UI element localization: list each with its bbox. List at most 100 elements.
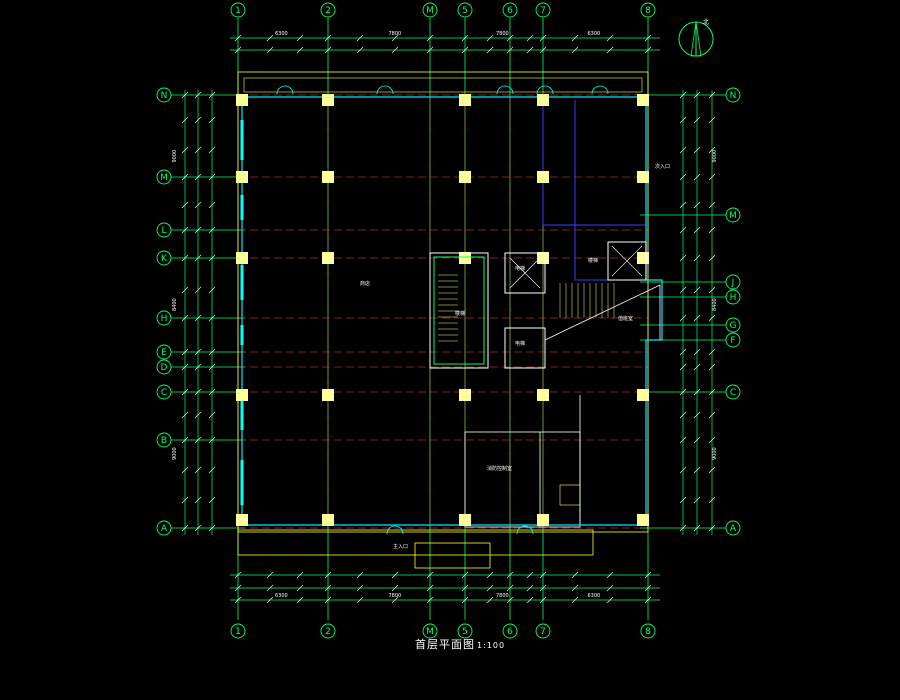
axis-bubble-top-M: M bbox=[426, 6, 434, 16]
axis-bubble-left-H: H bbox=[161, 314, 168, 324]
dimension-tick bbox=[208, 286, 216, 294]
drawing-title-text: 首层平面图 bbox=[415, 638, 475, 651]
dimension-tick bbox=[208, 363, 216, 371]
equipment-room-wall bbox=[464, 431, 581, 528]
dimension-tick bbox=[693, 173, 701, 181]
dimension-tick bbox=[391, 596, 399, 604]
dimension-tick bbox=[208, 146, 216, 154]
column-icon bbox=[236, 171, 248, 183]
dimension-tick bbox=[506, 34, 514, 42]
dimension-tick bbox=[234, 596, 242, 604]
column-icon bbox=[637, 514, 649, 526]
dimension-tick bbox=[679, 348, 687, 356]
axis-bubble-icon bbox=[422, 623, 438, 639]
dimension-tick bbox=[708, 286, 716, 294]
axis-bubble-top-7: 7 bbox=[540, 6, 546, 16]
dimension-tick bbox=[693, 348, 701, 356]
axis-bubble-left-K: K bbox=[161, 254, 168, 264]
axis-bubble-icon bbox=[725, 274, 741, 290]
dimension-text-right: 8400 bbox=[712, 298, 718, 311]
canopy-strip bbox=[243, 77, 643, 93]
dimension-text-bottom: 7800 bbox=[389, 593, 402, 599]
door-swing-icon bbox=[536, 85, 554, 95]
axis-bubble-icon bbox=[156, 222, 172, 238]
dimension-tick bbox=[539, 571, 547, 579]
dimension-tick bbox=[461, 571, 469, 579]
dimension-tick bbox=[391, 46, 399, 54]
dimension-tick bbox=[208, 116, 216, 124]
dimension-tick bbox=[356, 34, 364, 42]
axis-bubble-icon bbox=[535, 623, 551, 639]
dimension-tick bbox=[194, 254, 202, 262]
axis-bubble-right-H: H bbox=[730, 293, 737, 303]
door-swing-icon bbox=[376, 85, 394, 95]
axis-bubble-icon bbox=[156, 310, 172, 326]
dimension-tick bbox=[679, 496, 687, 504]
axis-bubble-icon bbox=[457, 623, 473, 639]
dimension-tick bbox=[506, 46, 514, 54]
dimension-tick bbox=[679, 411, 687, 419]
dimension-tick bbox=[644, 571, 652, 579]
axis-bubble-icon bbox=[320, 2, 336, 18]
dimension-tick bbox=[234, 571, 242, 579]
dimension-tick bbox=[324, 584, 332, 592]
column-icon bbox=[459, 171, 471, 183]
drawing-scale: 1:100 bbox=[477, 641, 506, 650]
dimension-tick bbox=[708, 411, 716, 419]
dimension-tick bbox=[356, 584, 364, 592]
room-label-entrance: 主入口 bbox=[393, 543, 408, 550]
dimension-tick bbox=[606, 596, 614, 604]
dimension-tick bbox=[679, 314, 687, 322]
dimension-tick bbox=[194, 348, 202, 356]
dimension-tick bbox=[208, 314, 216, 322]
door-swing-icon bbox=[386, 525, 404, 535]
exterior-wall bbox=[241, 96, 663, 526]
dimension-tick bbox=[208, 201, 216, 209]
dimension-tick bbox=[426, 34, 434, 42]
elevator-x bbox=[509, 257, 541, 289]
dimension-tick bbox=[526, 571, 534, 579]
dimension-tick bbox=[181, 496, 189, 504]
dimension-tick bbox=[486, 596, 494, 604]
axis-bubble-right-F: F bbox=[730, 336, 735, 346]
north-arrow-icon: 北 bbox=[675, 16, 717, 58]
dimension-tick bbox=[644, 596, 652, 604]
dimension-tick bbox=[679, 116, 687, 124]
wall-lines bbox=[240, 85, 663, 535]
dimension-tick bbox=[194, 524, 202, 532]
dimension-tick bbox=[461, 584, 469, 592]
dimension-text-left: 9000 bbox=[172, 447, 178, 460]
dimension-tick bbox=[644, 46, 652, 54]
dimension-tick bbox=[571, 584, 579, 592]
dimension-tick bbox=[181, 411, 189, 419]
dimension-text-bottom: 6300 bbox=[588, 593, 601, 599]
dimension-tick bbox=[679, 254, 687, 262]
column-icon bbox=[637, 389, 649, 401]
dimension-tick bbox=[391, 584, 399, 592]
dimension-tick bbox=[708, 201, 716, 209]
elevator-shaft bbox=[504, 327, 546, 369]
svg-text:北: 北 bbox=[703, 18, 709, 26]
dimension-tick bbox=[426, 584, 434, 592]
dimension-tick bbox=[679, 146, 687, 154]
dimension-tick bbox=[324, 34, 332, 42]
axis-bubble-icon bbox=[725, 317, 741, 333]
dimension-tick bbox=[644, 34, 652, 42]
dimension-tick bbox=[208, 173, 216, 181]
dimension-tick bbox=[708, 116, 716, 124]
room-label-side_room: 值班室 bbox=[618, 315, 633, 322]
axis-bubble-icon bbox=[640, 623, 656, 639]
axis-bubble-icon bbox=[725, 520, 741, 536]
room-label-stair2: 楼梯 bbox=[588, 257, 598, 264]
dimension-tick bbox=[486, 571, 494, 579]
dimension-tick bbox=[644, 584, 652, 592]
dimension-tick bbox=[208, 254, 216, 262]
column-icon bbox=[537, 171, 549, 183]
dimension-tick bbox=[296, 46, 304, 54]
dimension-tick bbox=[526, 34, 534, 42]
dimension-tick bbox=[194, 436, 202, 444]
dimension-tick bbox=[679, 91, 687, 99]
axis-bubble-icon bbox=[156, 87, 172, 103]
dimension-tick bbox=[693, 116, 701, 124]
dimension-tick bbox=[208, 524, 216, 532]
